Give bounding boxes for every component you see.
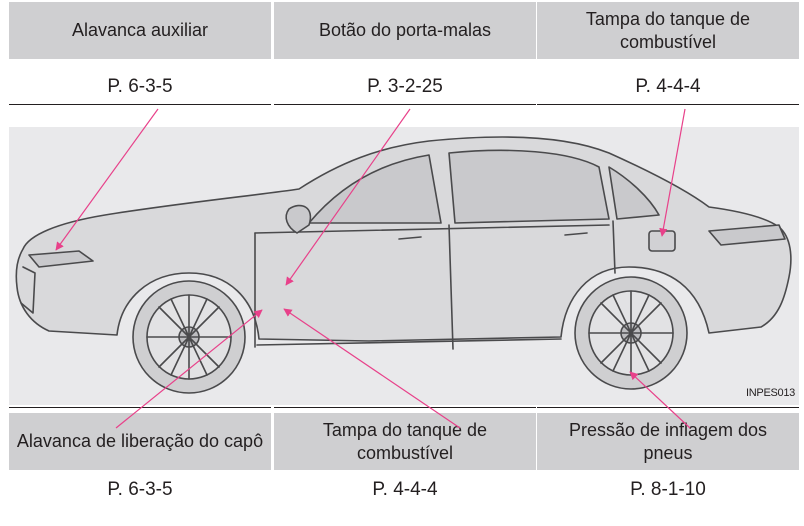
callout-trunk-button: Botão do porta-malas P. 3-2-25 bbox=[274, 2, 536, 105]
page-reference: P. 6-3-5 bbox=[107, 479, 173, 500]
page-reference: P. 6-3-5 bbox=[107, 76, 173, 97]
car-side-illustration: INPES013 bbox=[9, 127, 799, 405]
callout-hood-release-lever: Alavanca de liberação do capô P. 6-3-5 bbox=[9, 407, 271, 502]
figure-code: INPES013 bbox=[746, 387, 795, 399]
callout-label: Tampa do tanque de combustível bbox=[274, 413, 536, 470]
page-reference: P. 3-2-25 bbox=[367, 76, 443, 97]
callout-label: Tampa do tanque de combustível bbox=[537, 2, 799, 59]
callout-fuel-door-bottom: Tampa do tanque de combustível P. 4-4-4 bbox=[274, 407, 536, 502]
divider bbox=[9, 104, 271, 105]
divider bbox=[537, 104, 799, 105]
divider bbox=[274, 407, 536, 408]
callout-auxiliary-lever: Alavanca auxiliar P. 6-3-5 bbox=[9, 2, 271, 105]
callout-label: Pressão de inflagem dos pneus bbox=[537, 413, 799, 470]
page-reference: P. 8-1-10 bbox=[630, 479, 706, 500]
callout-tire-pressure: Pressão de inflagem dos pneus P. 8-1-10 bbox=[537, 407, 799, 502]
divider bbox=[9, 407, 271, 408]
callout-fuel-door-top: Tampa do tanque de combustível P. 4-4-4 bbox=[537, 2, 799, 105]
callout-label: Alavanca auxiliar bbox=[9, 2, 271, 59]
divider bbox=[274, 104, 536, 105]
callout-label: Alavanca de liberação do capô bbox=[9, 413, 271, 470]
car-drawing bbox=[15, 136, 792, 394]
callout-label: Botão do porta-malas bbox=[274, 2, 536, 59]
page-reference: P. 4-4-4 bbox=[635, 76, 701, 97]
divider bbox=[537, 407, 799, 408]
page-reference: P. 4-4-4 bbox=[372, 479, 438, 500]
